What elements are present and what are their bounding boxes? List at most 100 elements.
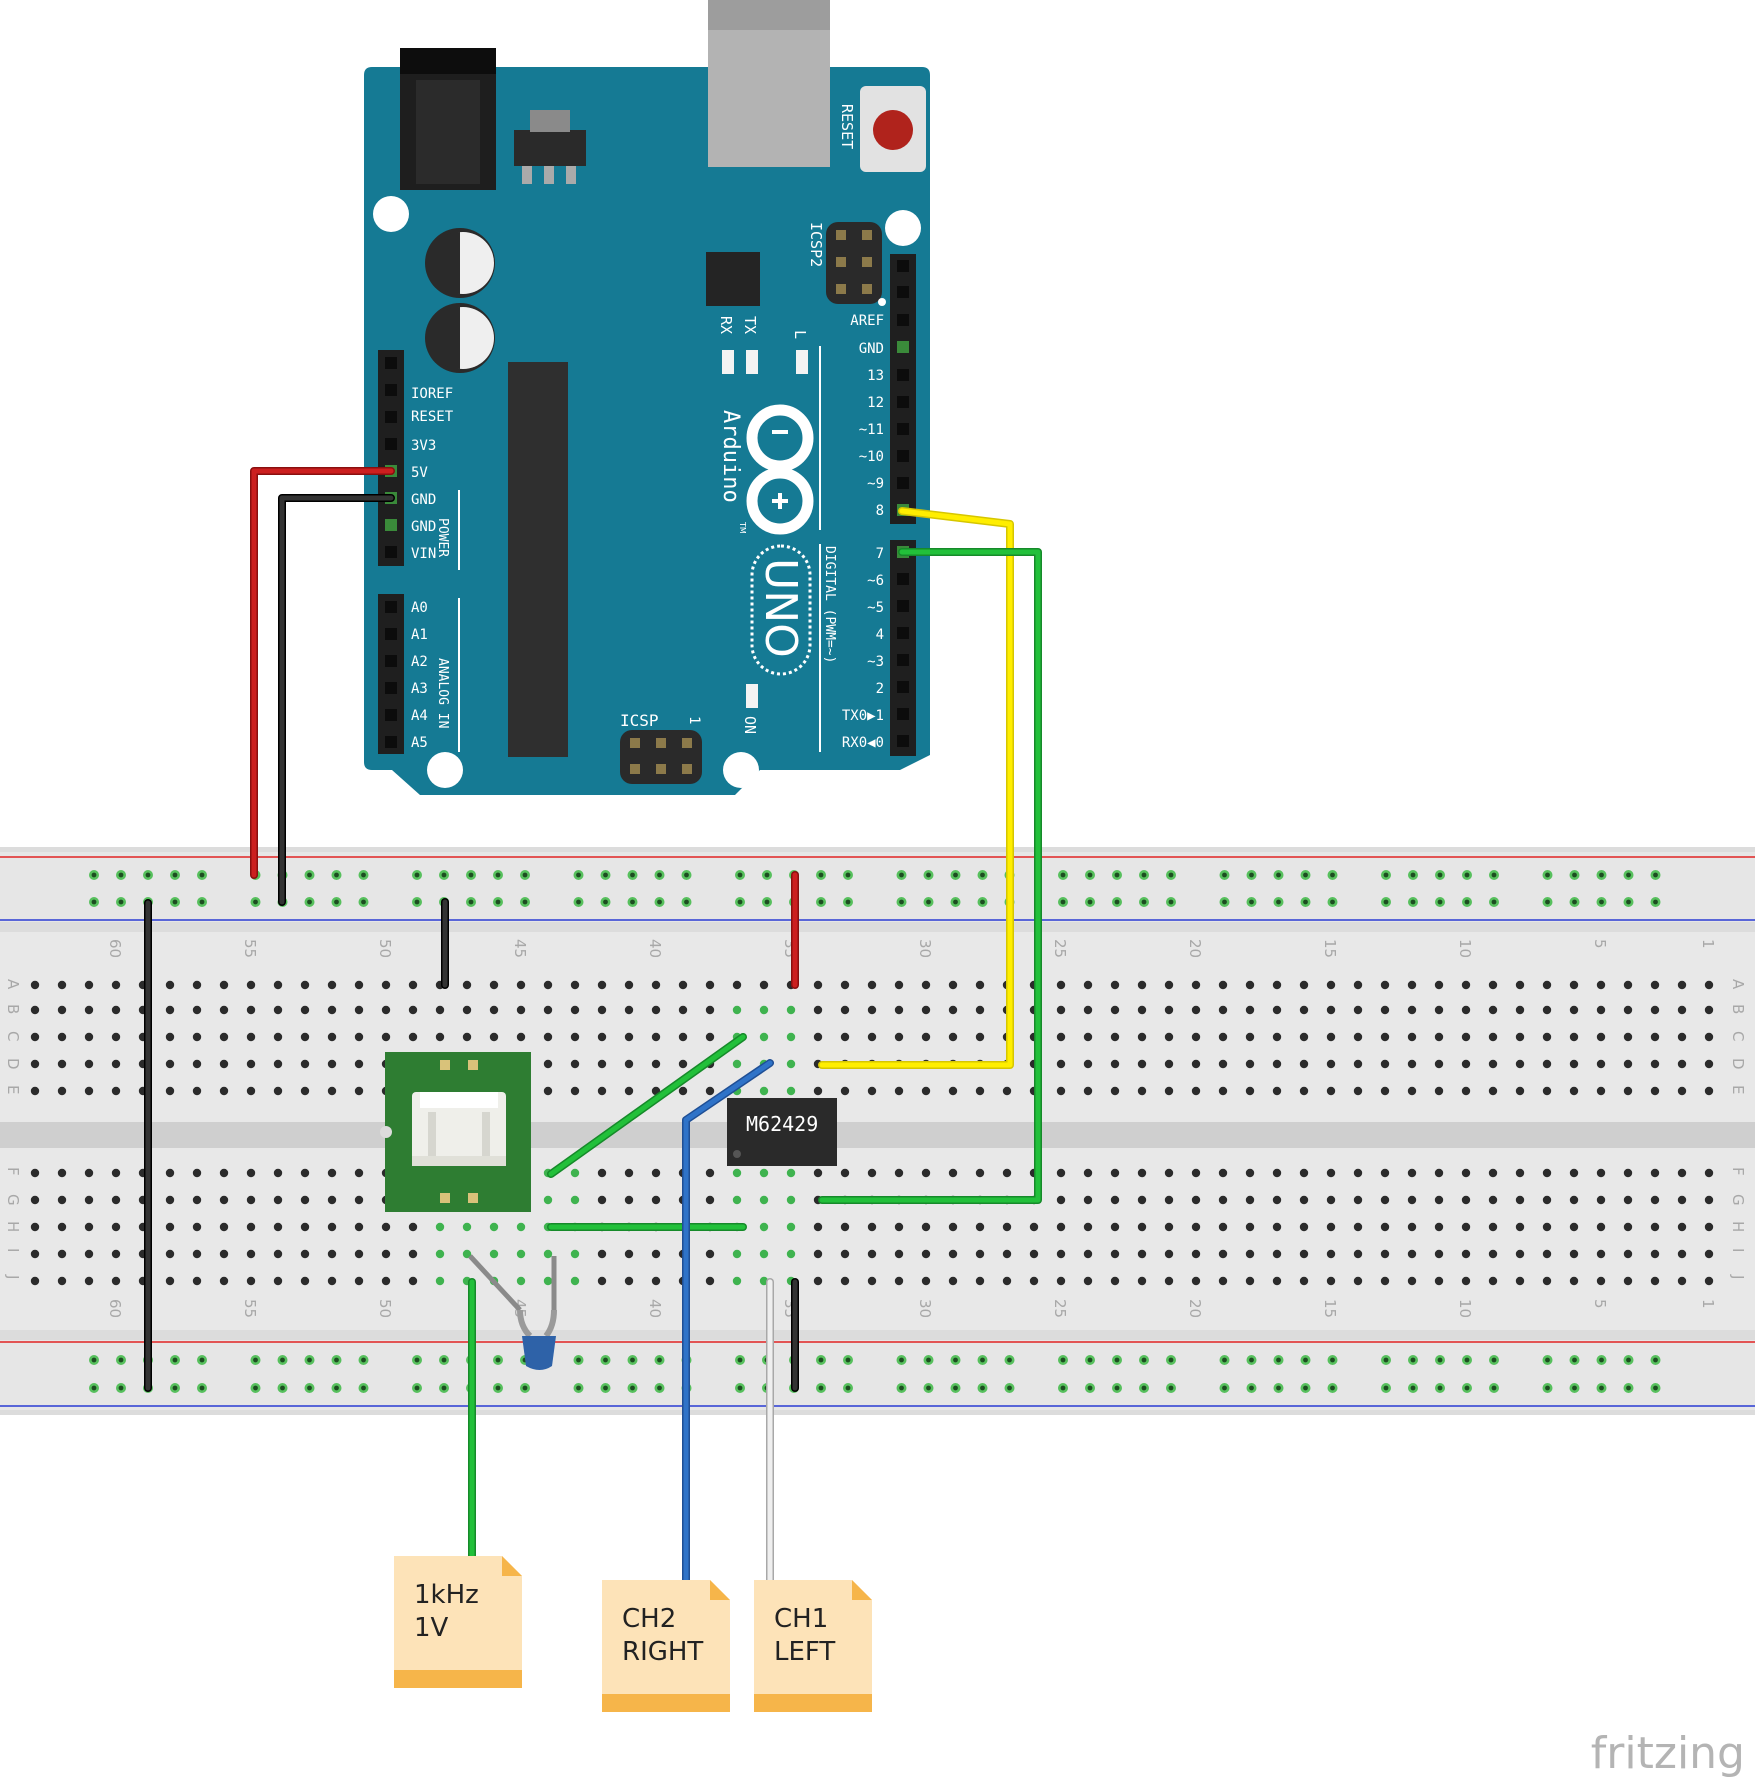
breadboard-hole bbox=[921, 980, 931, 990]
breadboard-hole bbox=[1110, 1195, 1120, 1205]
breadboard-hole bbox=[1488, 1195, 1498, 1205]
rail-hole-center bbox=[1222, 1357, 1227, 1363]
breadboard-hole bbox=[273, 980, 283, 990]
row-letter: E bbox=[4, 1085, 22, 1094]
breadboard-hole bbox=[948, 1032, 958, 1042]
column-number: 60 bbox=[106, 939, 124, 958]
breadboard-hole bbox=[30, 1249, 40, 1259]
digital-pin-labels: AREF GND 13 12 ~11 ~10 ~9 8 7 ~6 ~5 4 ~3… bbox=[842, 313, 884, 751]
rail-hole-center bbox=[1114, 899, 1120, 905]
rail-hole-center bbox=[1330, 899, 1335, 905]
breadboard-hole bbox=[30, 1005, 40, 1015]
rail-hole-center bbox=[737, 872, 743, 878]
mounting-hole bbox=[885, 210, 921, 246]
rail-hole-center bbox=[199, 872, 205, 878]
header-pin bbox=[897, 681, 909, 693]
rail-hole-center bbox=[1437, 872, 1443, 878]
pin-label-5v: 5V bbox=[411, 465, 428, 481]
breadboard-hole bbox=[1407, 1086, 1417, 1096]
breadboard-hole bbox=[894, 1032, 904, 1042]
rail-hole-center bbox=[1545, 872, 1550, 878]
rail-hole-center bbox=[1383, 872, 1389, 878]
breadboard-hole bbox=[1434, 1032, 1444, 1042]
column-number: 1 bbox=[1699, 939, 1717, 949]
rail-hole-center bbox=[1114, 1357, 1120, 1363]
breadboard-hole bbox=[921, 1222, 931, 1232]
rail-hole-center bbox=[91, 899, 97, 905]
breadboard-hole bbox=[1623, 1005, 1633, 1015]
breadboard-hole bbox=[1515, 1032, 1525, 1042]
breadboard-hole bbox=[1137, 1222, 1147, 1232]
breadboard-hole bbox=[57, 1276, 67, 1286]
breadboard-hole bbox=[1461, 1222, 1471, 1232]
breadboard-hole bbox=[462, 1005, 472, 1015]
breadboard-labels: 1155101015152020252530303535404045455050… bbox=[4, 939, 1747, 1318]
electrolytic-capacitor bbox=[425, 228, 495, 298]
breadboard-hole bbox=[111, 1086, 121, 1096]
breadboard-hole bbox=[813, 1276, 823, 1286]
note-ch2: CH2 RIGHT bbox=[602, 1580, 730, 1712]
breadboard-hole bbox=[1137, 980, 1147, 990]
breadboard-hole bbox=[1677, 1195, 1687, 1205]
rail-hole-center bbox=[603, 899, 608, 905]
breadboard-hole bbox=[1299, 1168, 1309, 1178]
breadboard-hole bbox=[327, 980, 337, 990]
rail-hole-center bbox=[630, 899, 635, 905]
digital-section-label: DIGITAL (PWM=~) bbox=[822, 546, 837, 663]
breadboard-hole bbox=[651, 1032, 661, 1042]
breadboard-hole bbox=[813, 1086, 823, 1096]
breadboard-hole bbox=[1380, 1249, 1390, 1259]
breadboard-hole bbox=[1218, 1005, 1228, 1015]
breadboard-hole bbox=[1353, 1005, 1363, 1015]
breadboard-hole bbox=[867, 980, 877, 990]
breadboard-hole bbox=[651, 1276, 661, 1286]
rail-hole-center bbox=[764, 872, 770, 878]
breadboard-hole bbox=[1488, 1005, 1498, 1015]
rail-hole-center bbox=[414, 872, 420, 878]
breadboard-hole bbox=[759, 1005, 769, 1015]
rail-hole-center bbox=[1249, 872, 1254, 878]
breadboard-hole bbox=[732, 980, 742, 990]
rail-hole-center bbox=[576, 899, 581, 905]
breadboard-hole bbox=[1407, 980, 1417, 990]
header-pin bbox=[897, 314, 909, 326]
reset-button-cap[interactable] bbox=[873, 110, 913, 150]
note-signal-source: 1kHz 1V bbox=[394, 1556, 522, 1688]
header-pin bbox=[897, 573, 909, 585]
breadboard-hole bbox=[516, 980, 526, 990]
breadboard-hole bbox=[705, 1005, 715, 1015]
breadboard-hole bbox=[1542, 1032, 1552, 1042]
breadboard-hole bbox=[1704, 1276, 1714, 1286]
breadboard-hole bbox=[1407, 1032, 1417, 1042]
breadboard-hole bbox=[381, 1222, 391, 1232]
breadboard-hole bbox=[192, 1276, 202, 1286]
breadboard-hole bbox=[732, 1168, 742, 1178]
breadboard-hole bbox=[300, 1222, 310, 1232]
breadboard-hole bbox=[624, 1195, 634, 1205]
breadboard-hole bbox=[543, 1086, 553, 1096]
breadboard-hole bbox=[1542, 1005, 1552, 1015]
breadboard-hole bbox=[1704, 1032, 1714, 1042]
breadboard-hole bbox=[1137, 1168, 1147, 1178]
header-pin bbox=[897, 600, 909, 612]
power-header bbox=[378, 350, 404, 566]
breadboard-hole bbox=[1326, 1005, 1336, 1015]
breadboard-hole bbox=[1245, 1168, 1255, 1178]
breadboard-hole bbox=[786, 1168, 796, 1178]
pin-label-gnd: GND bbox=[411, 519, 436, 535]
rail-hole-center bbox=[1060, 1357, 1066, 1363]
rail-hole-center bbox=[280, 1357, 285, 1363]
breadboard-hole bbox=[1488, 1222, 1498, 1232]
breadboard-hole bbox=[1299, 1086, 1309, 1096]
voltage-regulator bbox=[514, 130, 586, 166]
breadboard-hole bbox=[1164, 1222, 1174, 1232]
note-line: RIGHT bbox=[622, 1637, 703, 1667]
rail-hole-center bbox=[1303, 872, 1308, 878]
breadboard-hole bbox=[246, 1005, 256, 1015]
rail-hole-center bbox=[684, 899, 689, 905]
breadboard-hole bbox=[246, 1032, 256, 1042]
breadboard-hole bbox=[1083, 1059, 1093, 1069]
breadboard-hole bbox=[651, 1059, 661, 1069]
pin-label-a0: A0 bbox=[411, 600, 428, 616]
breadboard-hole bbox=[1461, 1168, 1471, 1178]
